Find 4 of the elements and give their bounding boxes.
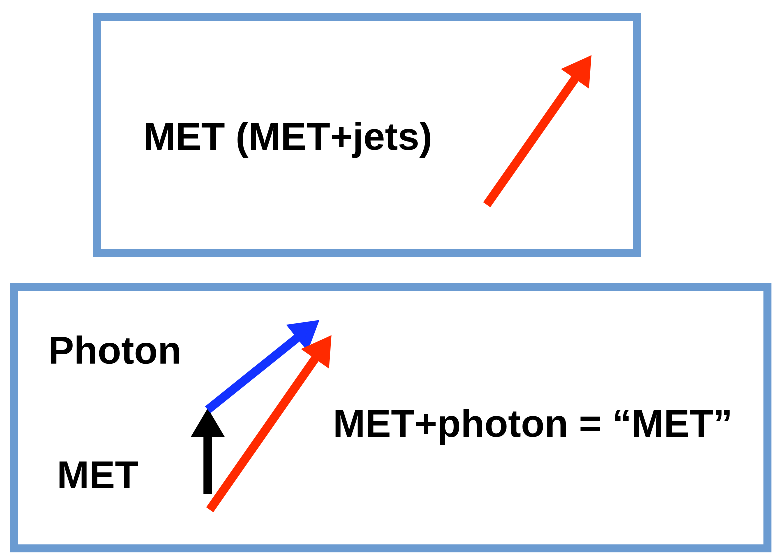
- label-text: Photon: [51, 336, 180, 364]
- label-text: MET+photon = “MET”: [336, 408, 730, 446]
- label-text: MET: [60, 462, 138, 488]
- label-text: MET (MET+jets): [146, 122, 431, 158]
